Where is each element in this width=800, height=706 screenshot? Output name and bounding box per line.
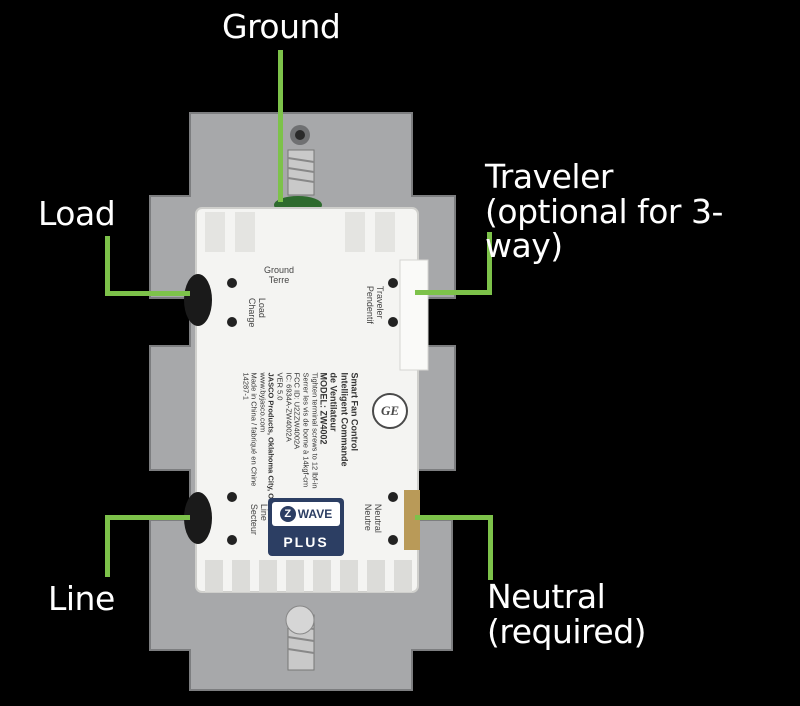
neutral-leader-vertical	[488, 515, 493, 580]
ge-logo-icon: GE	[372, 393, 408, 429]
traveler-leader-horizontal	[415, 290, 492, 295]
zwave-icon: Z	[279, 506, 296, 522]
terminal-label-neutral: Neutral Neutre	[363, 503, 383, 533]
line-leader-vertical	[105, 515, 110, 577]
ground-leader-line	[278, 50, 283, 202]
product-name: Smart Fan Control	[349, 372, 360, 452]
traveler-leader-vertical	[487, 232, 492, 295]
load-leader-horizontal	[105, 291, 190, 296]
bottom-mounting-screw	[285, 605, 315, 671]
traveler-label: Traveler (optional for 3-way)	[485, 157, 723, 266]
load-leader-vertical	[105, 236, 110, 296]
terminal-label-ground: Ground Terre	[263, 265, 295, 285]
terminal-label-load: Load Charge	[247, 297, 267, 328]
zwave-plus-badge: Z WAVE PLUS	[268, 498, 344, 556]
line-leader-horizontal	[105, 515, 190, 520]
ground-label: Ground	[222, 7, 341, 46]
switch-body	[184, 207, 429, 593]
terminal-label-traveler: Traveler Pendentif	[365, 285, 385, 324]
neutral-label: Neutral (required)	[487, 577, 647, 651]
neutral-leader-horizontal	[415, 515, 493, 520]
load-label: Load	[38, 194, 116, 233]
line-label: Line	[48, 579, 115, 618]
